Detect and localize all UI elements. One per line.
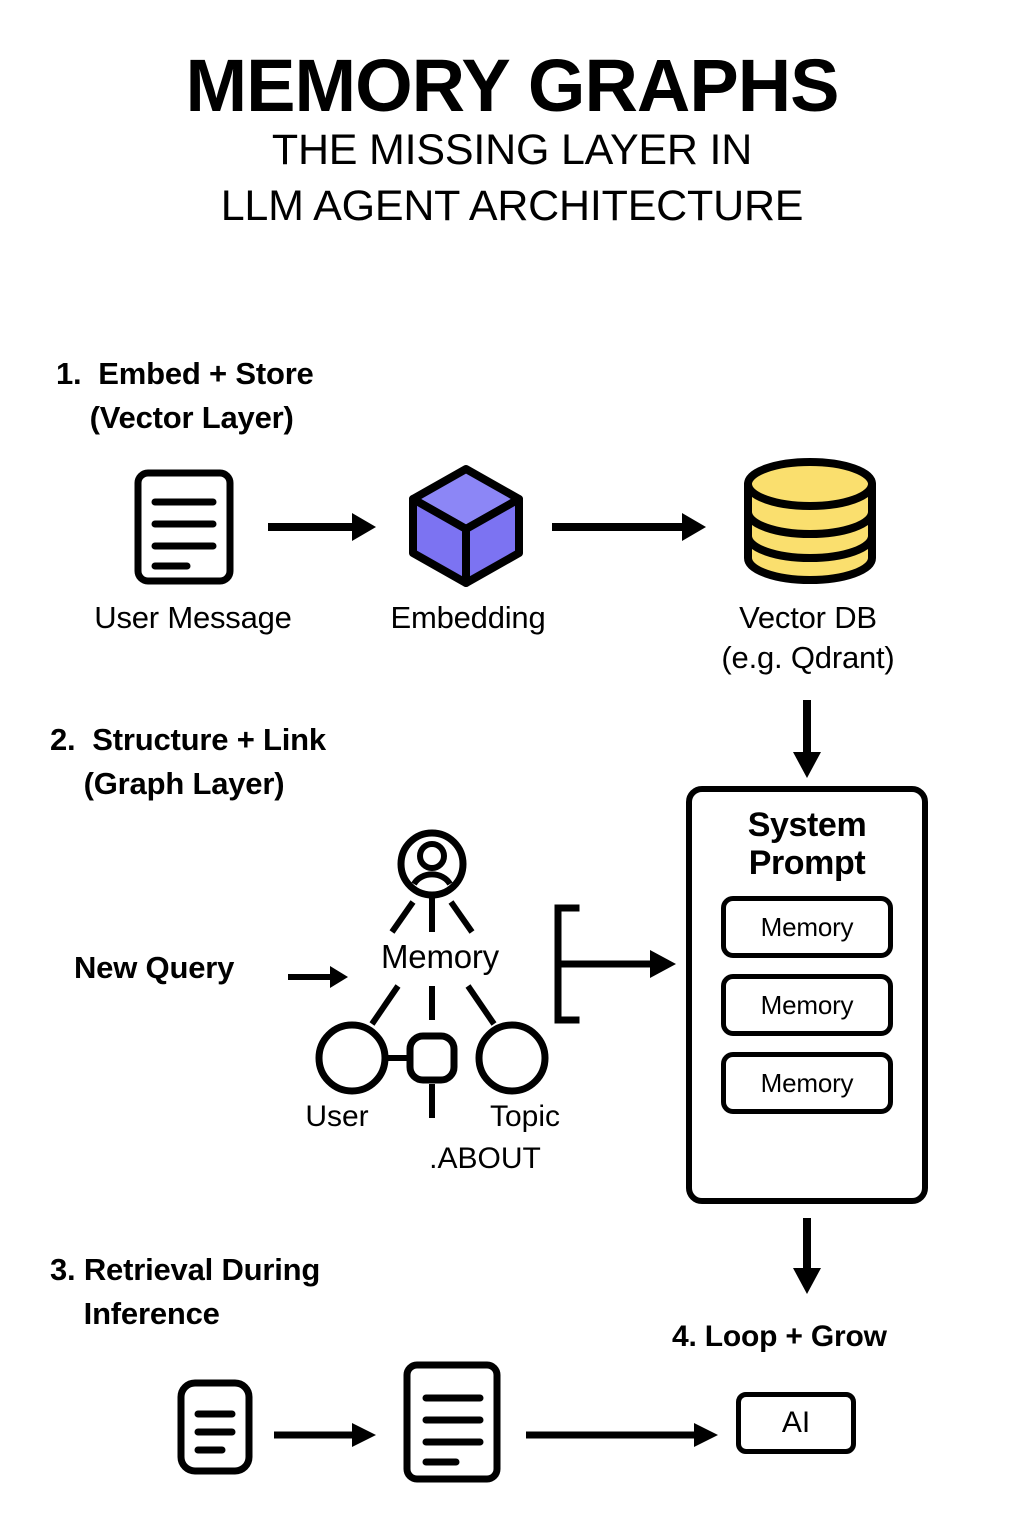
subtitle-line-2: LLM AGENT ARCHITECTURE [220, 181, 804, 230]
memory-chip: Memory [721, 974, 893, 1037]
memory-chip: Memory [721, 896, 893, 959]
arrow-vectordb-to-system-prompt [790, 698, 824, 780]
embedding-caption: Embedding [390, 600, 546, 635]
arrow-message-to-embedding [266, 510, 380, 544]
system-prompt-title: System Prompt [747, 806, 867, 883]
arrow-new-query [288, 962, 350, 992]
memory-node-label: Memory [381, 938, 499, 975]
memory-graph-cluster [280, 828, 600, 1118]
new-query-label: New Query [74, 950, 235, 985]
topic-node-label: Topic [489, 1100, 561, 1133]
user-message-document-icon [133, 468, 235, 586]
vector-db-caption: Vector DB (e.g. Qdrant) [721, 600, 895, 676]
step-4-heading: 4. Loop + Grow [672, 1320, 887, 1353]
title-block: MEMORY GRAPHS THE MISSING LAYER IN LLM A… [0, 48, 1024, 234]
vector-db-cylinder-icon [740, 458, 880, 584]
ai-output-box: AI [736, 1392, 856, 1454]
person-node-icon [397, 829, 467, 899]
user-message-caption: User Message [94, 600, 292, 635]
memory-chip: Memory [721, 1052, 893, 1115]
bracket-arrow-to-system-prompt [548, 902, 680, 1026]
embedding-cube-icon [405, 463, 527, 589]
about-relation-label: .ABOUT [429, 1142, 541, 1175]
arrow-embedding-to-vectordb [550, 510, 710, 544]
subtitle-line-1: THE MISSING LAYER IN [271, 126, 753, 175]
arrow-system-prompt-to-inference [790, 1216, 824, 1296]
page-title: MEMORY GRAPHS [185, 44, 839, 127]
arrow-context-to-prompt-doc [272, 1420, 378, 1450]
user-node-label: User [305, 1100, 369, 1133]
step-3-heading: 3. Retrieval During Inference [50, 1252, 321, 1332]
arrow-prompt-doc-to-ai [524, 1420, 720, 1450]
step-2-heading: 2. Structure + Link (Graph Layer) [50, 722, 326, 802]
augmented-prompt-document-icon [402, 1360, 502, 1484]
step-1-heading: 1. Embed + Store (Vector Layer) [56, 356, 314, 436]
retrieved-context-document-icon [176, 1378, 254, 1476]
system-prompt-panel: System Prompt Memory Memory Memory [686, 786, 928, 1204]
